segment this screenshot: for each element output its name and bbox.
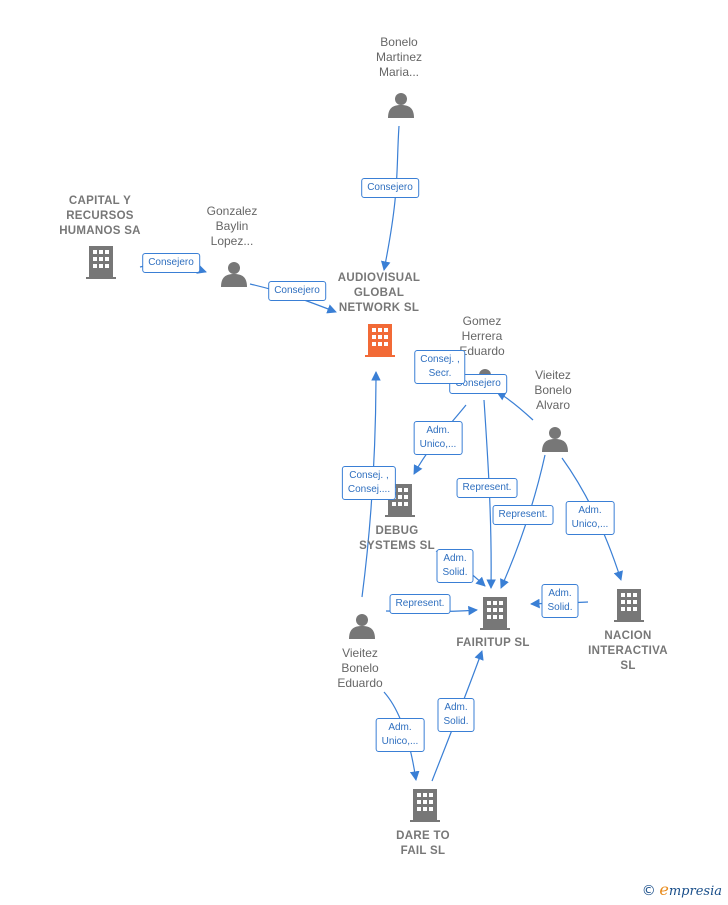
brand-initial: e xyxy=(659,880,669,899)
edge-label-represent[interactable]: Represent. xyxy=(389,594,451,614)
edge-label-represent[interactable]: Represent. xyxy=(456,478,518,498)
edge-label-consej-consej[interactable]: Consej. , Consej.... xyxy=(341,466,397,500)
edge-label-adm-unico[interactable]: Adm. Unico,... xyxy=(375,718,425,752)
person-icon-bonelo-martinez xyxy=(388,93,414,118)
building-icon-audiovisual xyxy=(365,324,395,357)
building-icon-dare-to-fail xyxy=(410,789,440,822)
edge-label-represent[interactable]: Represent. xyxy=(492,505,554,525)
brand-name: mpresia xyxy=(668,884,722,899)
node-label-gomez-herrera[interactable]: Gomez Herrera Eduardo xyxy=(459,314,505,358)
edge-bonelo-audiovisual xyxy=(380,125,400,271)
node-label-gonzalez-baylin[interactable]: Gonzalez Baylin Lopez... xyxy=(206,204,258,248)
node-label-audiovisual[interactable]: AUDIOVISUAL GLOBAL NETWORK SL xyxy=(337,272,421,314)
edge-label-adm-solid[interactable]: Adm. Solid. xyxy=(541,584,579,618)
edge-label-consejero[interactable]: Consejero xyxy=(268,281,326,301)
person-icon-vieitez-eduardo xyxy=(349,614,375,639)
person-icon-gonzalez-baylin xyxy=(221,262,247,287)
edge-label-consejero[interactable]: Consejero xyxy=(361,178,419,198)
person-icon-vieitez-alvaro xyxy=(542,427,568,452)
node-label-nacion[interactable]: NACION INTERACTIVA SL xyxy=(588,630,668,672)
node-label-bonelo-martinez[interactable]: Bonelo Martinez Maria... xyxy=(375,35,423,79)
node-label-vieitez-alvaro[interactable]: Vieitez Bonelo Alvaro xyxy=(534,368,572,412)
node-label-debug-systems[interactable]: DEBUG SYSTEMS SL xyxy=(359,525,435,552)
building-icon-fairitup xyxy=(480,597,510,630)
edge-label-consej-secr[interactable]: Consej. , Secr. xyxy=(414,350,466,384)
edge-label-adm-solid[interactable]: Adm. Solid. xyxy=(437,698,475,732)
copyright-symbol: © xyxy=(641,883,656,899)
empresia-logo[interactable]: © empresia xyxy=(642,880,722,899)
node-label-capital-recursos[interactable]: CAPITAL Y RECURSOS HUMANOS SA xyxy=(59,195,141,237)
edge-label-consejero[interactable]: Consejero xyxy=(142,253,200,273)
edge-label-adm-unico[interactable]: Adm. Unico,... xyxy=(413,421,463,455)
edge-label-adm-solid[interactable]: Adm. Solid. xyxy=(436,549,474,583)
edge-alvaro-gomez-link xyxy=(496,391,534,421)
building-icon-nacion xyxy=(614,589,644,622)
edge-label-adm-unico[interactable]: Adm. Unico,... xyxy=(565,501,615,535)
node-label-vieitez-eduardo[interactable]: Vieitez Bonelo Eduardo xyxy=(337,646,383,690)
node-label-fairitup[interactable]: FAIRITUP SL xyxy=(456,637,530,649)
node-label-dare-to-fail[interactable]: DARE TO FAIL SL xyxy=(396,830,450,857)
building-icon-capital xyxy=(86,246,116,279)
